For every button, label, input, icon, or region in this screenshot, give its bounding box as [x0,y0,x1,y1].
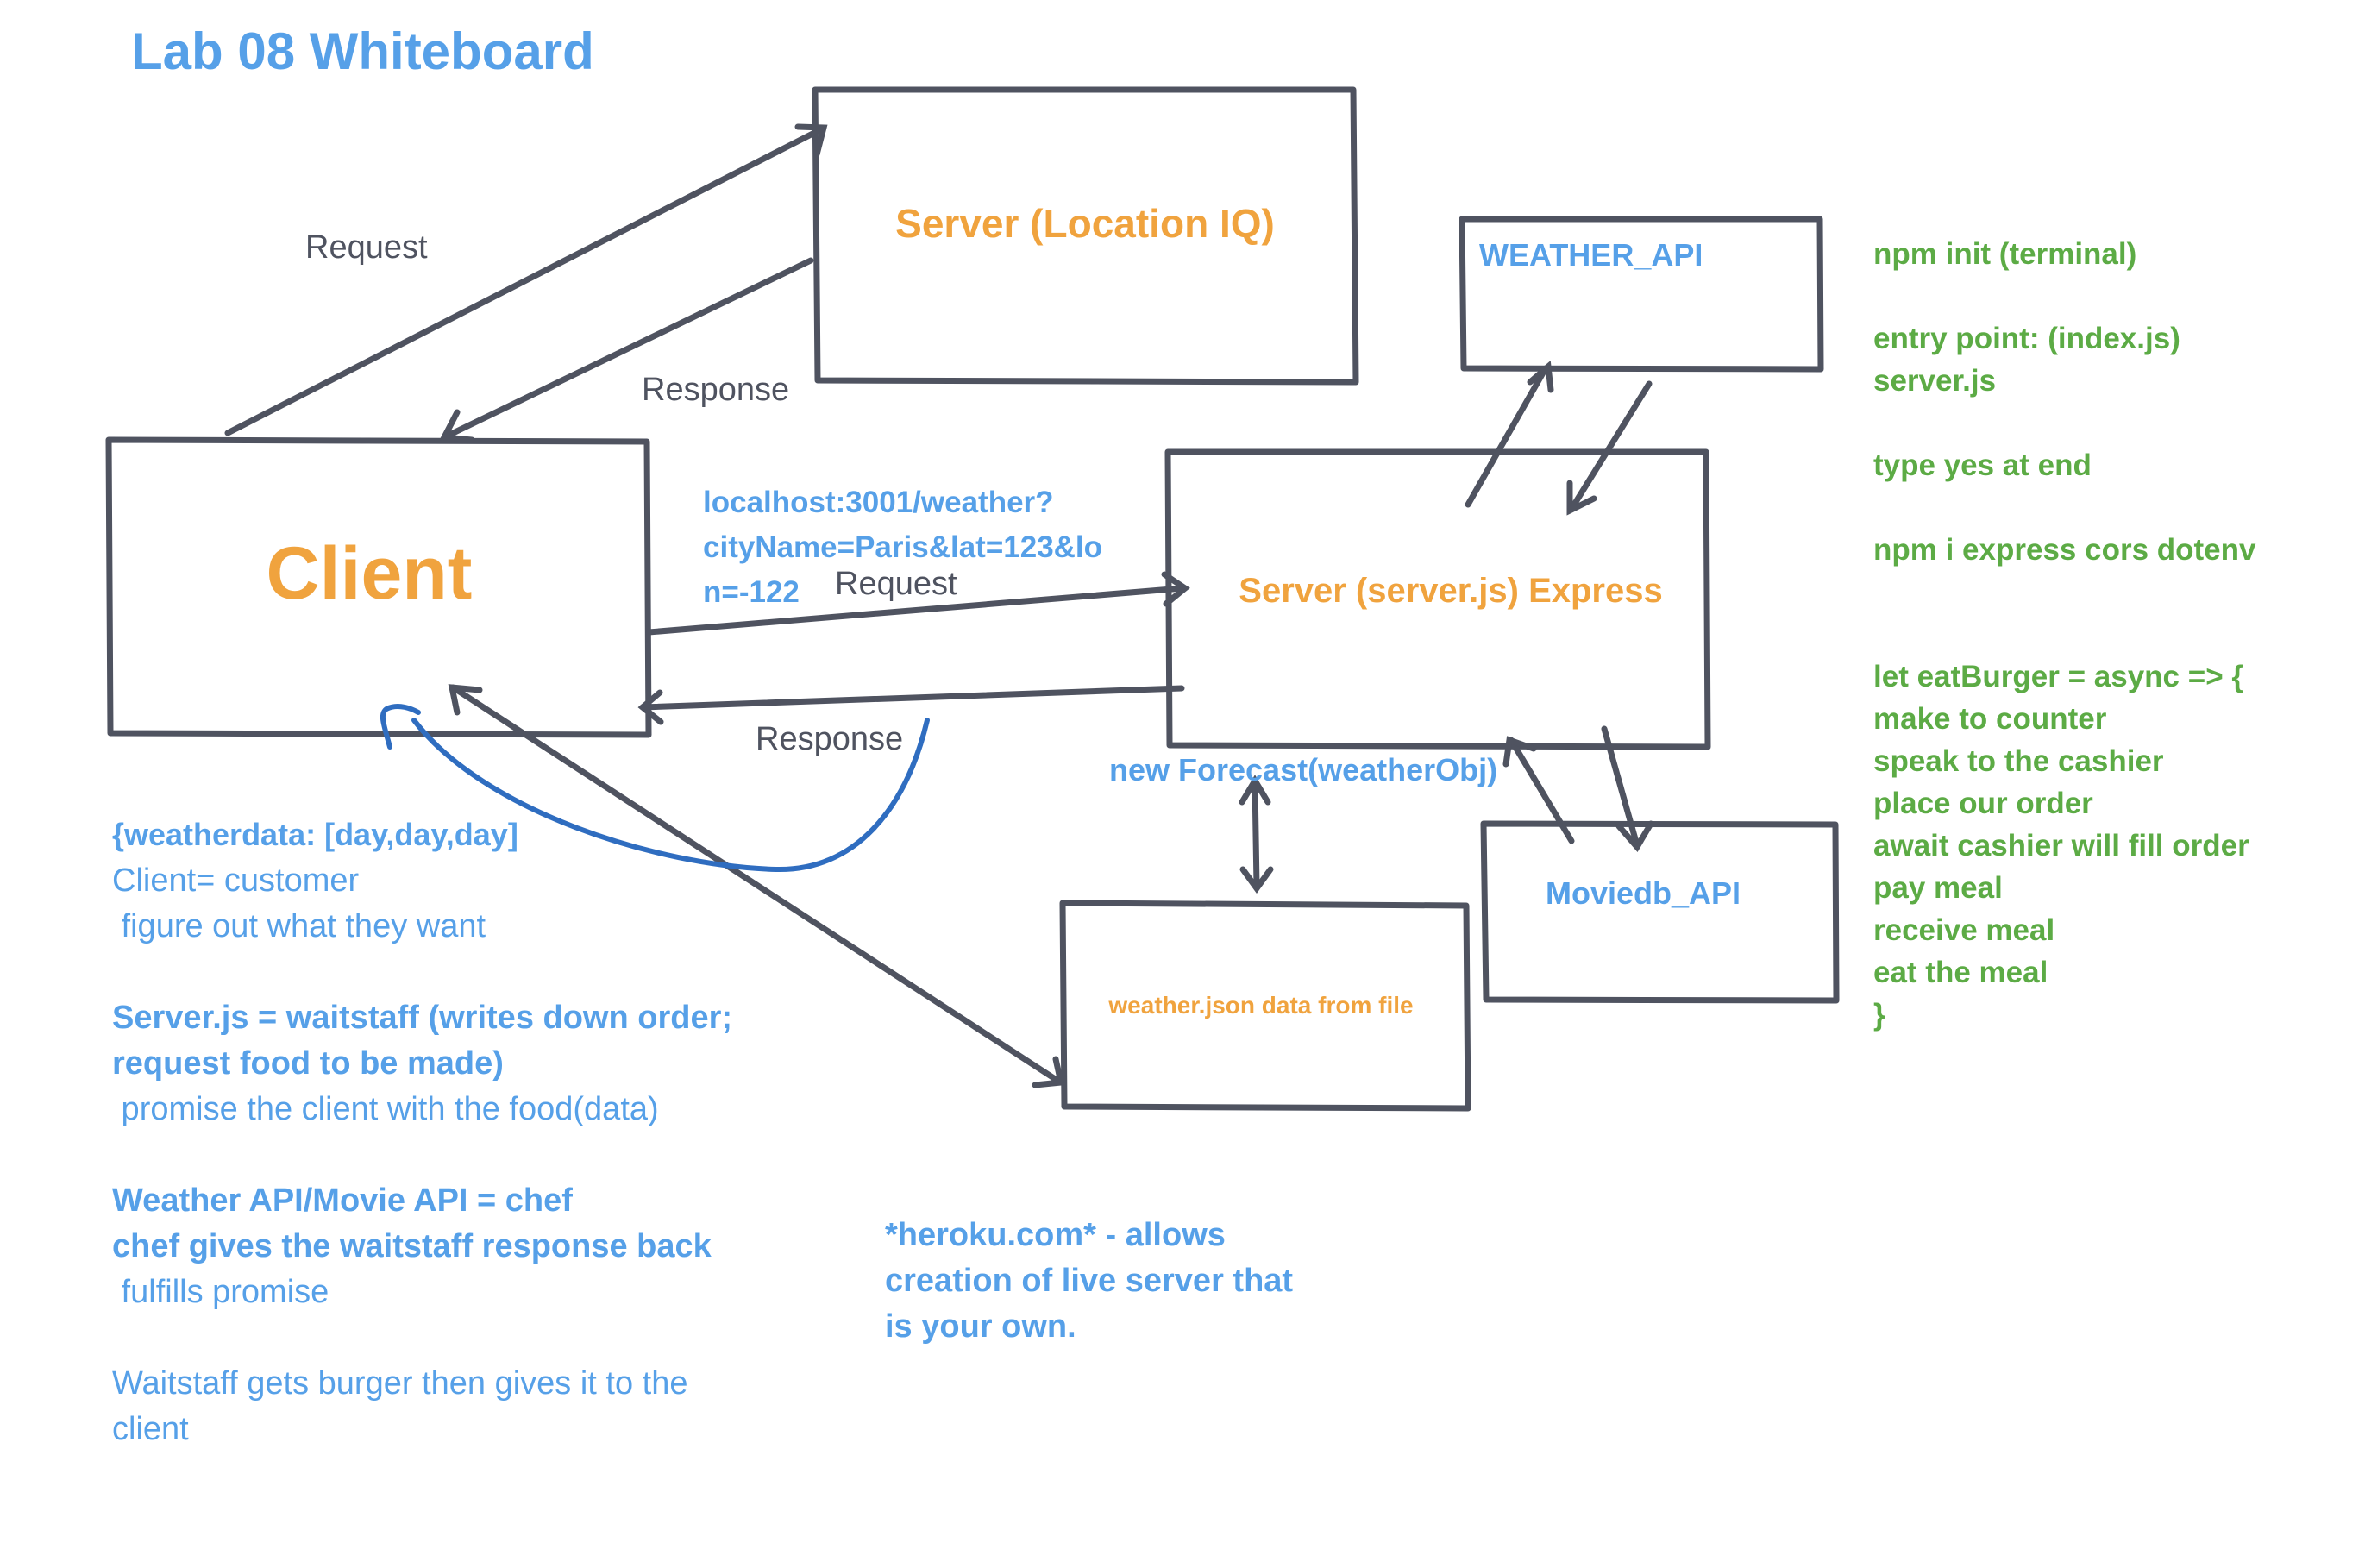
url-line: cityName=Paris&lat=123&lo [703,530,1102,564]
location-server-label: Server (Location IQ) [895,201,1275,246]
url-line: localhost:3001/weather? [703,486,1054,519]
note-line: fulfills promise [112,1274,329,1310]
express-server-label: Server (server.js) Express [1239,572,1662,610]
moviedb-api-label: Moviedb_API [1546,875,1741,911]
url-line: n=-122 [703,575,800,609]
note-line: npm init (terminal) [1873,237,2136,271]
weather-api-to-express-arrow [1566,380,1653,516]
note-line: pay meal [1873,871,2003,905]
moviedb-api-box [1480,820,1840,1004]
client-label: Client [267,532,473,615]
request-mid-label: Request [835,566,957,602]
moviedb-to-express-arrow [1502,736,1575,844]
note-line: await cashier will fill order [1873,829,2249,862]
note-line: receive meal [1873,913,2054,947]
note-line: place our order [1873,787,2093,820]
note-line: chef gives the waitstaff response back [112,1228,712,1264]
right-notes: npm init (terminal) entry point: (index.… [1873,237,2256,1032]
note-line: let eatBurger = async => { [1873,660,2243,693]
heroku-line: *heroku.com* - allows [885,1217,1226,1253]
note-line: Weather API/Movie API = chef [112,1182,573,1219]
left-notes: {weatherdata: [day,day,day] Client= cust… [112,817,732,1447]
express-to-moviedb-arrow [1601,725,1654,852]
note-line: {weatherdata: [day,day,day] [112,817,518,852]
request-top-label: Request [305,229,428,266]
hand-drawn-return-curve [380,704,930,873]
heroku-line: creation of live server that [885,1263,1293,1299]
note-line: Client= customer [112,862,360,899]
note-line: } [1873,998,1885,1032]
heroku-note: *heroku.com* - allows creation of live s… [885,1217,1293,1345]
note-line: type yes at end [1873,448,2092,482]
note-line: server.js [1873,364,1996,398]
note-line: entry point: (index.js) [1873,322,2180,355]
client-to-express-request-arrow [645,571,1190,636]
response-mid-label: Response [756,721,903,757]
note-line: eat the meal [1873,956,2048,989]
note-line: client [112,1411,189,1447]
client-weather-json-double-arrow [448,684,1065,1088]
note-line: request food to be made) [112,1045,504,1082]
response-top-label: Response [642,372,789,408]
heroku-line: is your own. [885,1308,1076,1345]
express-to-client-response-arrow [637,685,1185,725]
location-to-client-response-arrow [439,257,814,443]
express-server-box [1164,448,1711,750]
url-label: localhost:3001/weather? cityName=Paris&l… [703,486,1102,609]
note-line: npm i express cors dotenv [1873,533,2256,567]
new-forecast-label: new Forecast(weatherObj) [1109,752,1497,787]
express-weather-json-double-arrow [1239,775,1274,894]
note-line: speak to the cashier [1873,744,2164,778]
weather-api-label: WEATHER_API [1479,237,1703,273]
note-line: figure out what they want [112,908,486,944]
express-to-weather-api-arrow [1465,361,1554,508]
weather-json-box [1059,900,1471,1112]
weather-json-label: weather.json data from file [1107,992,1413,1019]
note-line: make to counter [1873,702,2107,736]
whiteboard-title: Lab 08 Whiteboard [131,22,594,80]
note-line: Server.js = waitstaff (writes down order… [112,1000,732,1036]
location-server-box [812,86,1359,386]
note-line: promise the client with the food(data) [112,1091,659,1127]
weather-api-box [1459,216,1824,373]
client-to-location-request-arrow [224,123,828,436]
note-line: Waitstaff gets burger then gives it to t… [112,1365,687,1402]
